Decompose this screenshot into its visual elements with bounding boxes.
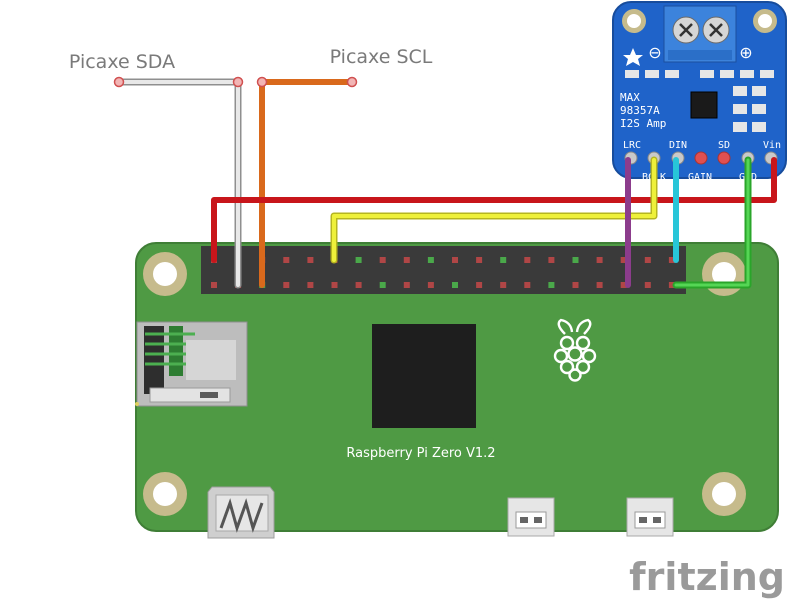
header-pin [500,257,507,263]
header-pin [452,257,458,263]
amp-title-line2: 98357A [620,104,660,117]
pin-label-gain: GAIN [688,172,712,183]
scl-wire [256,76,358,288]
header-pin [476,257,483,263]
header-pin [500,282,507,288]
header-pin [307,282,314,288]
wires [113,76,777,289]
max98357a-amp-board: ⊖ ⊕ MAX 98357A I2S Amp LRC DIN SD Vin [612,1,787,183]
fritzing-logo: fritzing [629,555,785,599]
pin-label-sd: SD [718,140,730,151]
smd-components [625,70,774,132]
raspberry-pi-zero-board: Raspberry Pi Zero V1.2 [135,242,779,539]
mount-hole-bottom-right [702,472,746,516]
gnd-wire [672,156,752,289]
raspberry-logo-icon [553,318,597,382]
mount-hole-bottom-left [143,472,187,516]
header-pin [644,257,651,263]
gpio-header [201,246,686,294]
header-pin [403,282,410,288]
micro-usb-port-data [507,497,555,537]
header-pin [379,282,386,288]
header-pin [307,257,314,263]
mini-hdmi-port [207,486,275,539]
header-pin [548,257,555,263]
minus-terminal-label: ⊖ [648,43,661,62]
pin-label-lrc: LRC [623,140,641,151]
picaxe-scl-label: Picaxe SCL [330,46,433,68]
soc-chip [372,324,476,428]
pin-label-vin: Vin [763,140,781,151]
header-pin [572,257,579,263]
header-pin [524,257,531,263]
header-pin [620,257,627,263]
header-pin [644,282,651,288]
header-pin [283,282,290,288]
header-pin [355,257,362,263]
adafruit-star-icon [623,48,643,66]
amp-title-line3: I2S Amp [620,117,666,130]
pin-label-din: DIN [669,140,687,151]
header-pin [548,282,555,288]
header-pin [452,282,458,288]
sda-wire [113,76,244,289]
micro-sd-slot [135,321,248,407]
header-pin [572,282,579,288]
header-pin [427,257,434,263]
header-pin [283,257,290,263]
header-pin [427,282,434,288]
header-pin [668,282,675,288]
mount-hole-top-right [702,252,746,296]
header-pin [596,282,603,288]
bclk-wire [330,156,658,264]
mount-hole-top-left [143,252,187,296]
screw-terminal [663,5,737,63]
board-label: Raspberry Pi Zero V1.2 [346,446,495,461]
micro-usb-port-power [626,497,674,537]
header-pin [620,282,627,288]
header-pin [403,257,410,263]
amp-chip [690,91,718,119]
header-pin [211,282,217,288]
plus-terminal-label: ⊕ [739,43,752,62]
picaxe-sda-label: Picaxe SDA [69,51,175,73]
power-wire [211,157,777,263]
header-pin [668,257,675,263]
header-pin [355,282,362,288]
header-pin [331,282,338,288]
header-pin [476,282,483,288]
header-pin [524,282,531,288]
header-pin [379,257,386,263]
header-pin [596,257,603,263]
amp-title-line1: MAX [620,91,640,104]
